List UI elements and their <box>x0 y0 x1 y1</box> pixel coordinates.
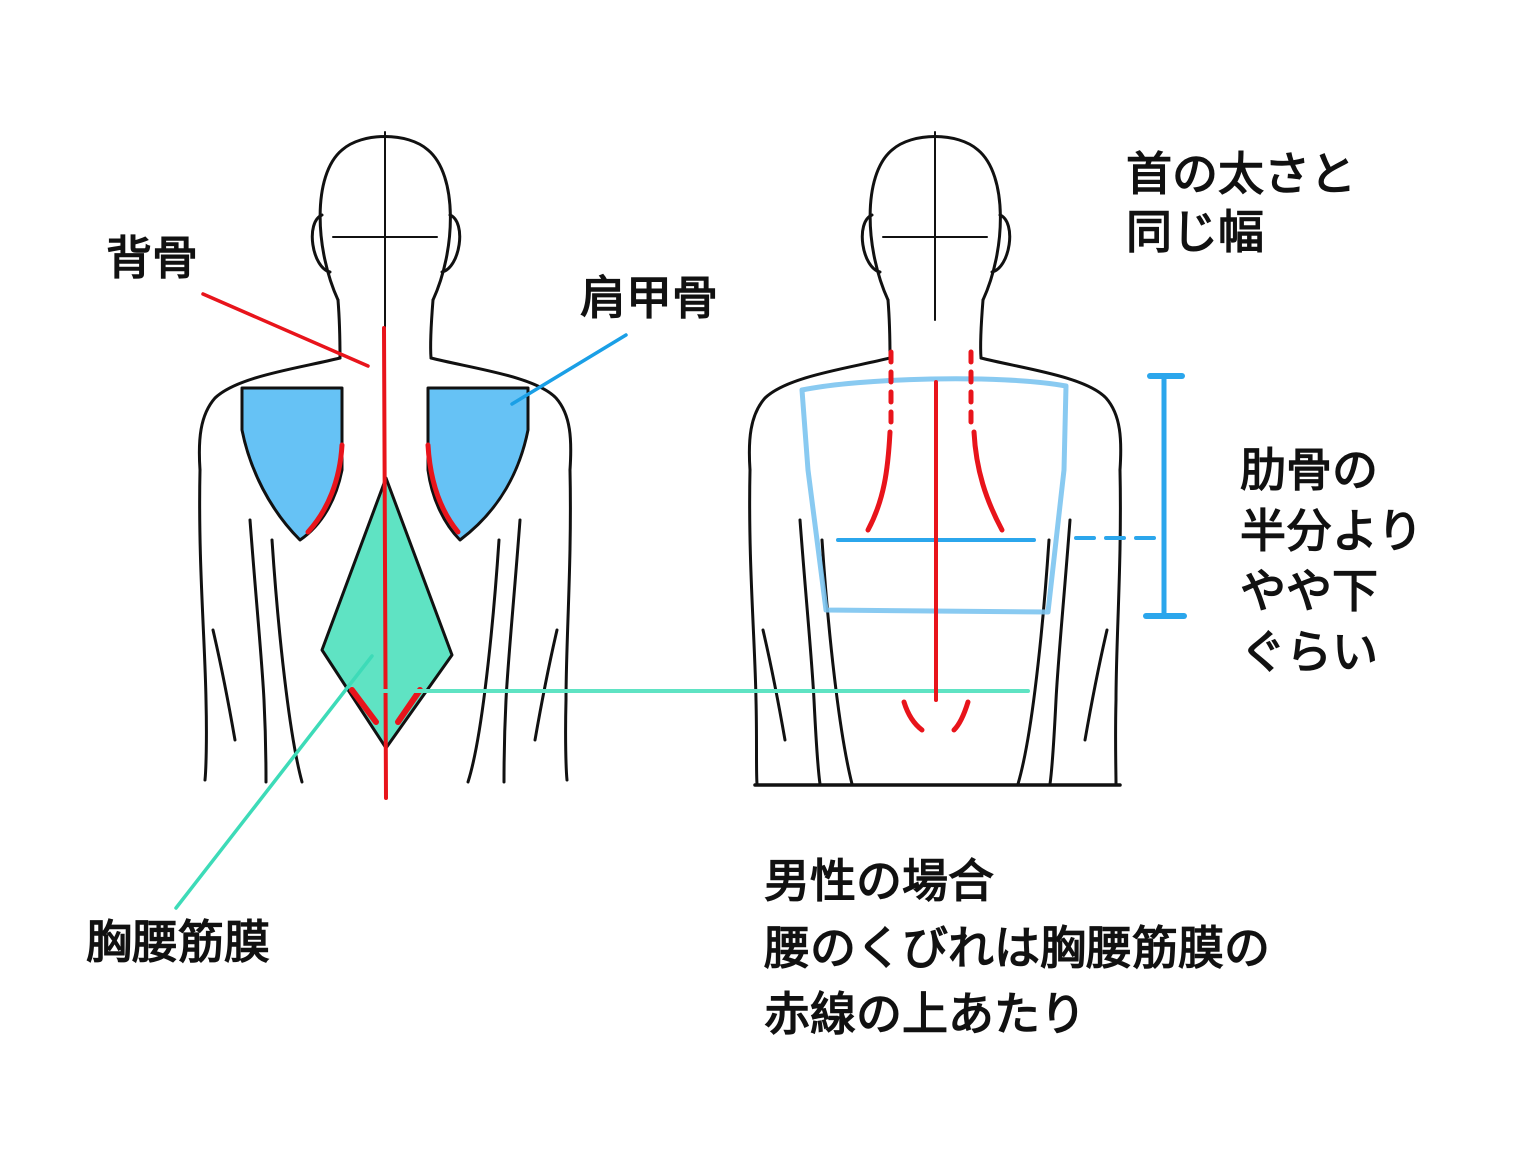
spine-line-left <box>382 326 388 800</box>
fascia-label: 胸腰筋膜 <box>86 915 270 969</box>
spine-label: 背骨 <box>106 231 198 285</box>
male-waist-note: 男性の場合 腰のくびれは胸腰筋膜の 赤線の上あたり <box>764 848 1270 1048</box>
spine-leader <box>201 292 370 368</box>
fascia-leader <box>174 654 374 910</box>
male-note-line-2: 腰のくびれは胸腰筋膜の <box>764 920 1270 975</box>
rib-position-line-2: 半分より <box>1240 503 1424 558</box>
erector-muscle-lines <box>865 349 1005 733</box>
neck-width-note: 首の太さと 同じ幅 <box>1126 146 1356 261</box>
left-scapula <box>240 386 344 542</box>
rib-position-note: 肋骨の 半分より やや下 ぐらい <box>1240 440 1423 683</box>
neck-width-line-2: 同じ幅 <box>1126 204 1264 259</box>
rib-measure-bracket <box>1143 373 1187 619</box>
rib-position-line-4: ぐらい <box>1240 625 1378 680</box>
ribcage-box <box>799 376 1069 615</box>
male-note-line-1: 男性の場合 <box>764 854 994 908</box>
rib-position-line-3: やや下 <box>1240 564 1378 619</box>
scapula-leader <box>510 333 628 406</box>
scapula-shapes <box>240 386 530 542</box>
rib-position-line-1: 肋骨の <box>1240 443 1378 497</box>
scapula-label: 肩甲骨 <box>580 271 718 325</box>
male-note-line-3: 赤線の上あたり <box>764 987 1086 1042</box>
right-scapula <box>426 386 530 542</box>
neck-width-line-1: 首の太さと <box>1126 147 1356 201</box>
